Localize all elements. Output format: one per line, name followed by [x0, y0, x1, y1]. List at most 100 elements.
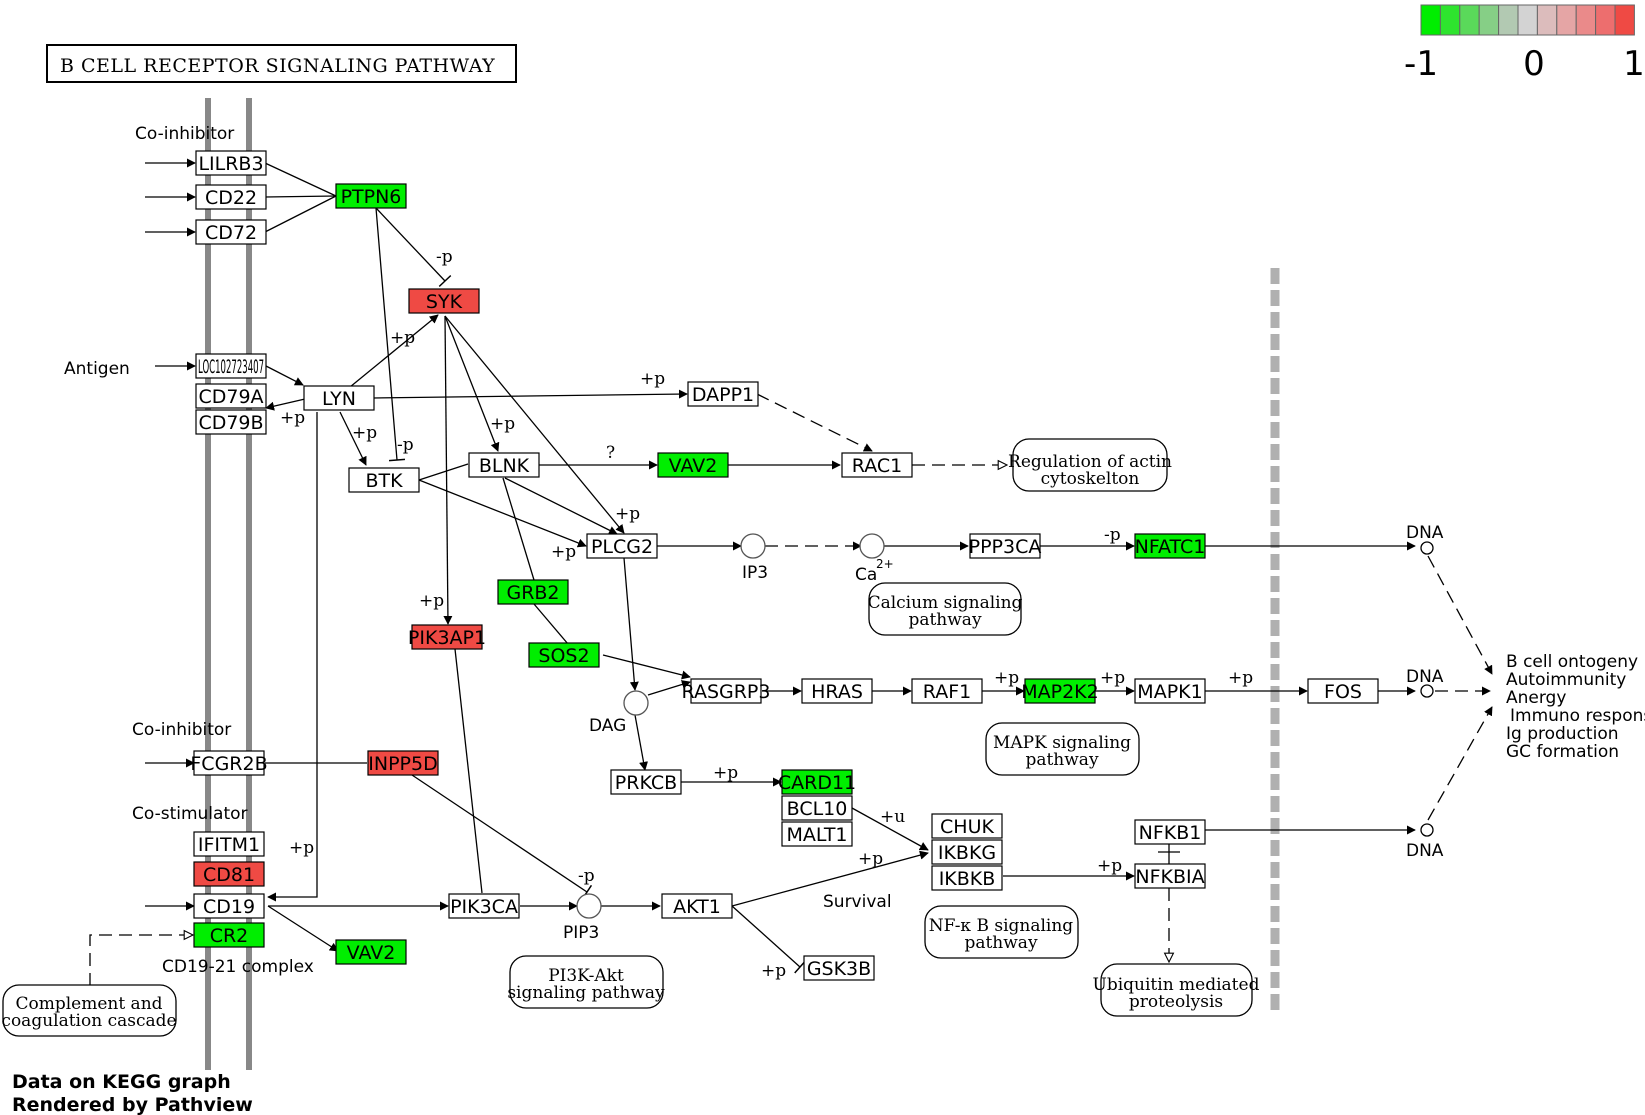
gene-box: [1134, 863, 1206, 889]
gene-label: RAC1: [852, 455, 902, 477]
gene-node-dapp1[interactable]: DAPP1: [687, 381, 759, 407]
legend-cell: [1556, 4, 1577, 36]
gene-box: [803, 955, 875, 981]
gene-node-cd22[interactable]: CD22: [195, 184, 267, 210]
gene-node-cd79b[interactable]: CD79B: [195, 409, 267, 435]
gene-node-raf1[interactable]: RAF1: [911, 678, 983, 704]
gene-node-cd81[interactable]: CD81: [193, 861, 265, 887]
gene-label: PRKCB: [615, 772, 677, 794]
gene-label: BLNK: [479, 455, 530, 477]
color-legend: -1 0 1: [1404, 4, 1645, 84]
gene-node-cd79a[interactable]: CD79A: [195, 383, 267, 409]
gene-node-mapk1[interactable]: MAPK1: [1134, 678, 1206, 704]
gene-node-fos[interactable]: FOS: [1307, 678, 1379, 704]
dna-node-3: [1420, 823, 1434, 837]
gene-node-hras[interactable]: HRAS: [801, 678, 873, 704]
pathway-mapk[interactable]: MAPK signaling pathway: [985, 722, 1140, 776]
edge-label: +p: [390, 328, 415, 348]
gene-label: CD72: [205, 222, 257, 244]
gene-node-malt1[interactable]: MALT1: [781, 821, 853, 847]
gene-label: PIK3CA: [450, 896, 518, 918]
edge-label: +u: [880, 807, 905, 827]
gene-box: [931, 813, 1003, 839]
pathway-calcium[interactable]: Calcium signaling pathway: [868, 582, 1023, 636]
edge-label: -p: [436, 247, 453, 267]
gene-label: LYN: [322, 388, 356, 410]
footer-line-2: Rendered by Pathview: [12, 1094, 253, 1115]
gene-label: LOC102723407: [198, 356, 264, 378]
legend-scale: [1420, 4, 1635, 36]
gene-node-nfkb1[interactable]: NFKB1: [1134, 819, 1206, 845]
gene-node-pik3ap1[interactable]: PIK3AP1: [408, 624, 486, 650]
gene-label: HRAS: [811, 681, 863, 703]
gene-node-ifitm1[interactable]: IFITM1: [193, 831, 265, 857]
pathway-complement[interactable]: Complement and coagulation cascade: [1, 984, 177, 1037]
gene-node-btk[interactable]: BTK: [348, 467, 420, 493]
dna-node-1: [1420, 541, 1434, 555]
gene-node-plcg2[interactable]: PLCG2: [586, 533, 658, 559]
gene-node-card11[interactable]: CARD11: [778, 769, 856, 795]
gene-box: [969, 533, 1041, 559]
gene-node-vav2b[interactable]: VAV2: [335, 939, 407, 965]
gene-box: [1134, 678, 1206, 704]
gene-label: CD19: [203, 896, 255, 918]
label-ca: Ca: [855, 565, 877, 585]
gene-node-loc[interactable]: LOC102723407: [195, 353, 267, 379]
gene-label: MAPK1: [1137, 681, 1202, 703]
gene-node-nfatc1[interactable]: NFATC1: [1134, 533, 1206, 559]
gene-node-ppp3ca[interactable]: PPP3CA: [969, 533, 1042, 559]
pathway-actin[interactable]: Regulation of actin cytoskelton: [1008, 438, 1172, 492]
gene-node-cd19[interactable]: CD19: [193, 893, 265, 919]
gene-node-lilrb3[interactable]: LILRB3: [195, 150, 267, 176]
edge-label: -p: [397, 435, 414, 455]
gene-node-cr2[interactable]: CR2: [193, 922, 265, 948]
gene-node-blnk[interactable]: BLNK: [468, 452, 540, 478]
gene-node-bcl10[interactable]: BCL10: [781, 795, 853, 821]
gene-label: INPP5D: [368, 753, 437, 775]
pathway-pi3k-akt[interactable]: PI3K-Akt signaling pathway: [507, 955, 665, 1009]
svg-text:Complement and: Complement and: [15, 994, 162, 1014]
gene-node-cd72[interactable]: CD72: [195, 219, 267, 245]
gene-node-map2k2[interactable]: MAP2K2: [1021, 678, 1099, 704]
gene-box: [193, 922, 265, 948]
edge-label: +p: [419, 591, 444, 611]
gene-box: [195, 219, 267, 245]
gene-label: CR2: [210, 925, 249, 947]
gene-node-pik3ca[interactable]: PIK3CA: [448, 893, 520, 919]
gene-node-nfkbia[interactable]: NFKBIA: [1134, 863, 1206, 889]
gene-box: [690, 678, 762, 704]
gene-node-ikbkb[interactable]: IKBKB: [931, 865, 1003, 891]
gene-box: [195, 353, 267, 379]
dag-compound: [623, 690, 649, 716]
pathway-nfkb[interactable]: NF-κ B signaling pathway: [924, 905, 1079, 959]
legend-min-label: -1: [1404, 44, 1438, 84]
gene-node-ptpn6[interactable]: PTPN6: [335, 183, 407, 209]
gene-box: [841, 452, 913, 478]
gene-node-grb2[interactable]: GRB2: [497, 579, 569, 605]
gene-label: IFITM1: [198, 834, 260, 856]
gene-node-rac1[interactable]: RAC1: [841, 452, 913, 478]
gene-node-lyn[interactable]: LYN: [303, 385, 375, 411]
gene-node-fcgr2b[interactable]: FCGR2B: [190, 750, 268, 776]
gene-node-vav2a[interactable]: VAV2: [657, 452, 729, 478]
gene-node-syk[interactable]: SYK: [408, 288, 480, 314]
gene-node-prkcb[interactable]: PRKCB: [610, 769, 682, 795]
gene-node-ikbkg[interactable]: IKBKG: [931, 839, 1003, 865]
gene-box: [781, 769, 853, 795]
gene-node-inpp5d[interactable]: INPP5D: [367, 750, 439, 776]
gene-box: [931, 839, 1003, 865]
pathway-ubiquitin[interactable]: Ubiquitin mediated proteolysis: [1093, 963, 1260, 1017]
gene-box: [1024, 678, 1096, 704]
gene-label: LILRB3: [198, 153, 263, 175]
pathway-links: Regulation of actin cytoskelton Calcium …: [1, 438, 1260, 1037]
footer-line-1: Data on KEGG graph: [12, 1071, 231, 1093]
gene-label: BTK: [365, 470, 403, 492]
gene-box: [335, 939, 407, 965]
gene-label: MALT1: [786, 824, 847, 846]
gene-node-rasgrp3[interactable]: RASGRP3: [682, 678, 771, 704]
gene-node-sos2[interactable]: SOS2: [528, 642, 600, 668]
gene-node-gsk3b[interactable]: GSK3B: [803, 955, 875, 981]
gene-node-akt1[interactable]: AKT1: [661, 893, 733, 919]
gene-box: [781, 795, 853, 821]
gene-node-chuk[interactable]: CHUK: [931, 813, 1003, 839]
